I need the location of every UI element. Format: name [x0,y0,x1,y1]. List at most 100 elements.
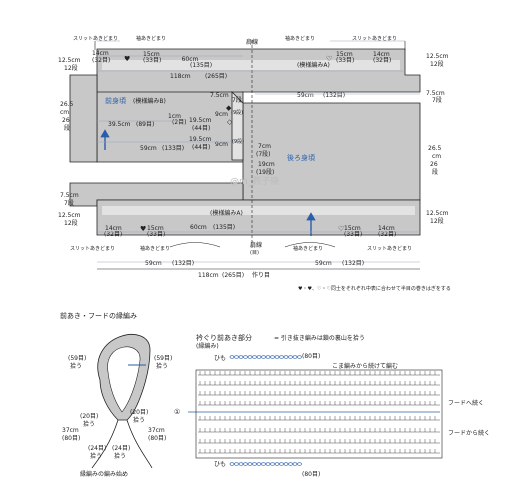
top-w118: 118cm [170,73,191,80]
back-w59-stitches: (132目) [323,92,345,99]
front-w395: 39.5cm [108,121,131,128]
bottom-w15-stitches: (33目) [147,231,165,238]
chain-stitch [261,462,266,466]
chain-stitch [288,462,293,466]
hood-s24a-pick: 拾う [90,452,102,460]
hood-section-title: 前あき・フードの縁編み [60,311,137,320]
chain-stitch [234,355,239,359]
chain-stitch [256,462,262,466]
edging-title: 衿ぐり前あき部分 [196,333,252,342]
back-arrow-head [306,212,316,221]
front-body-title: 前身頃 [105,96,126,105]
hood-tie-left [91,419,119,469]
top-w118-stitches: (265目) [205,73,227,80]
chain-stitch [288,355,293,359]
top-slit-left-label: スリットあきどまり [73,35,118,42]
bottom-w59a: 59cm [145,260,162,267]
chain-stitch [243,462,248,466]
hood-l37b-stitches: (80目) [148,435,166,442]
bottom-w59a-stitches: (132目) [172,260,194,267]
hood-s20b-pick: 拾う [133,416,145,424]
hood-face-opening [107,346,141,413]
front-c195a-stitches: (44目) [192,125,210,132]
edging-cord-bottom: ひも [214,461,226,468]
top-sleeve-right-label: 袖あきどまり [285,35,315,42]
front-h265: 26.5 [60,101,74,108]
front-w59: 59cm [140,145,157,152]
hood-s59b: (59目) [154,355,172,362]
back-c19: 19cm [258,161,275,168]
bottom-w14r: 14cm [378,225,395,232]
chain-stitch [279,462,284,466]
chain-stitch [247,462,253,466]
front-body-pattern: (模様編みB) [133,97,166,105]
watermark-text: @m_燕子晓 [230,175,279,187]
top-right-h75-rows: 7段 [432,96,442,104]
bottom-left-h125-rows: 12段 [64,219,78,227]
bottom-left-h75: 7.5cm [60,192,79,199]
front-w59-stitches: (133目) [162,145,184,152]
back-c7-rows: (7段) [256,150,271,158]
bottom-right-h125-rows: 12段 [430,217,444,225]
bottom-w59b-stitches: (132目) [342,260,364,267]
top-sleeve-left-label: 袖あきどまり [136,35,166,42]
chain-stitch [279,355,284,359]
hood-s59b-pick: 拾う [156,362,168,370]
bottom-left-h75-rows: 7段 [64,199,74,207]
bottom-shoulder-label: 肩線 [250,241,262,249]
edging-n80-bottom: (80目) [302,471,320,478]
hood-tie-right [126,419,153,469]
chain-stitch [283,355,289,359]
chain-stitch [229,355,235,359]
top-right-w15: 15cm [336,51,353,58]
top-shoulder-label: 肩線 [246,38,258,46]
heart-icon: ♥ [124,55,130,63]
heart-icon: ♥ [140,225,146,233]
bottom-sleeve-right-label: 袖あきどまり [293,245,323,252]
front-h265-unit: cm [60,109,69,116]
top-right-h125-rows: 12段 [430,60,444,68]
bottom-seaming-note: ♥・♥、♡・♡同士をそれぞれ中表に合わせて半目の巻きはぎをする [298,285,451,292]
front-h26: 26 [62,117,70,124]
bottom-w14r-stitches: (32目) [378,231,396,238]
front-c1: 1cm [168,113,181,120]
edging-chart-frame [195,369,443,459]
sleeve-arc-right [284,242,336,248]
bottom-cast-on-label: 作り目 [252,271,270,279]
edging-cord-top: ひも [214,355,226,362]
top-right-h75: 7.5cm [426,90,445,97]
chain-stitch [274,462,280,466]
back-h265: 26.5 [428,145,442,152]
chain-stitch [238,462,244,466]
back-body-title: 後ろ身頃 [287,153,315,162]
edging-continue: こま編みから続けて編む [332,362,398,370]
heart-outline-icon: ♡ [338,225,344,233]
top-left-h125: 12.5cm [58,57,81,64]
hood-s24a: (24目) [88,445,106,452]
back-c19-rows: (19段) [256,168,274,176]
front-h26-unit: 段 [64,124,70,132]
top-right-h125: 12.5cm [426,53,449,60]
bottom-w118: 118cm [198,272,219,279]
chain-stitch [265,462,271,466]
bottom-sleeve-left-label: 袖あきどまり [140,245,170,252]
back-h26-unit: 段 [432,168,438,176]
back-h265-unit: cm [432,153,441,160]
bottom-w60-stitches: (135目) [213,224,235,231]
front-c1-stitches: (2目) [172,119,187,126]
bottom-w14: 14cm [105,225,122,232]
top-pattern-row [102,60,400,70]
edging-to-hood: フードへ続く [448,399,484,407]
sleeve-arc-left [169,242,221,248]
edging-from-hood: フードから続く [448,429,490,437]
edging-n80-top: (80目) [302,353,320,360]
chain-stitch [256,355,262,359]
top-w14: 14cm [92,50,109,57]
edging-start-marker: ① [174,408,180,416]
bottom-shoulder-label-2: (目) [250,250,259,256]
back-h26: 26 [430,161,438,168]
chain-stitch [247,355,253,359]
front-c195b: 19.5cm [189,136,212,143]
